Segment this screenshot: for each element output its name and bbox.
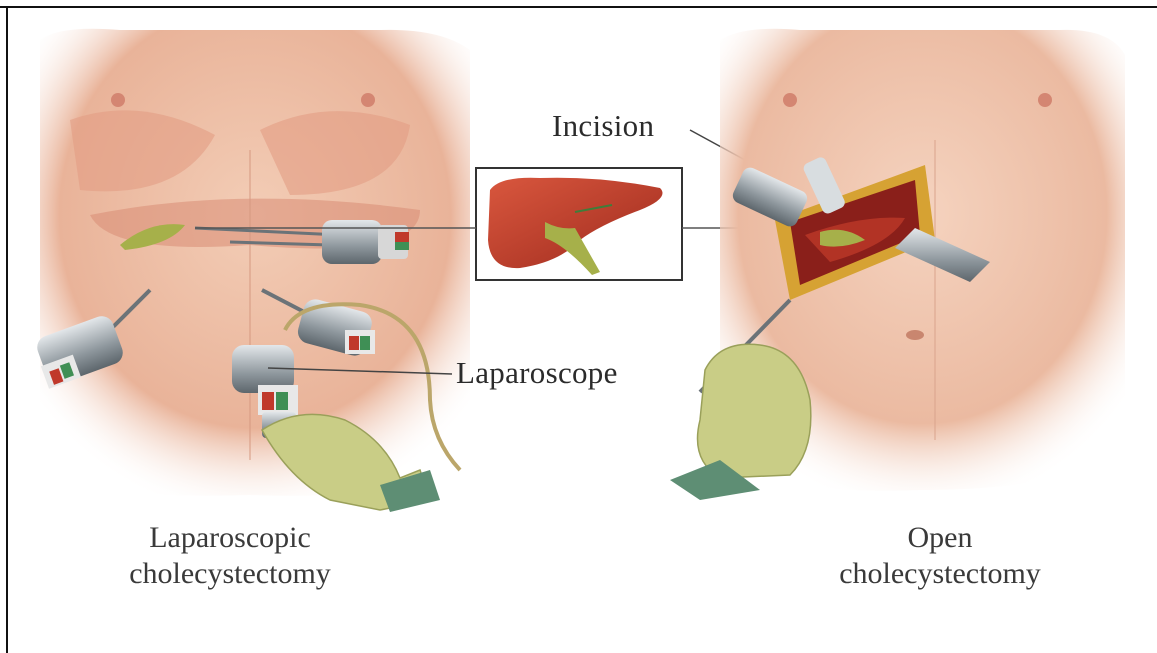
left-torso: [40, 29, 470, 496]
right-nipple-right: [1038, 93, 1052, 107]
right-torso: [670, 29, 1125, 500]
left-nipple-right: [361, 93, 375, 107]
trocar-top: [322, 220, 409, 264]
open-caption-line2: cholecystectomy: [780, 556, 1100, 592]
laparoscopic-caption: Laparoscopic cholecystectomy: [70, 520, 390, 592]
laparoscope-label: Laparoscope: [456, 355, 618, 391]
liver-inset: [476, 168, 682, 280]
frame-left-border: [6, 6, 8, 653]
left-nipple-left: [111, 93, 125, 107]
open-caption-line1: Open: [780, 520, 1100, 556]
right-nipple-left: [783, 93, 797, 107]
open-caption: Open cholecystectomy: [780, 520, 1100, 592]
laparoscopic-caption-line1: Laparoscopic: [70, 520, 390, 556]
incision-label: Incision: [552, 108, 654, 144]
frame-top-border: [0, 6, 1157, 8]
laparoscopic-caption-line2: cholecystectomy: [70, 556, 390, 592]
